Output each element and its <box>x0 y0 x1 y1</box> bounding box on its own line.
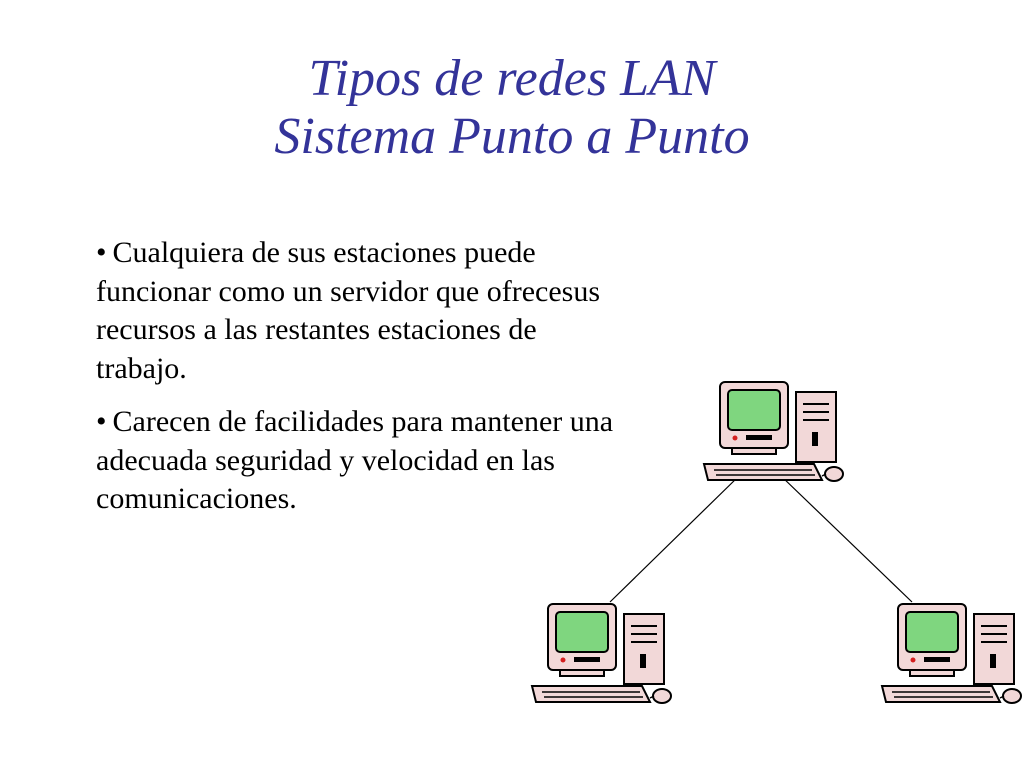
bullet-glyph: • <box>96 236 107 269</box>
bullet-item-1: •Cualquiera de sus estaciones puede func… <box>96 234 616 388</box>
title-line-2: Sistema Punto a Punto <box>274 108 750 165</box>
network-link-left <box>609 474 741 603</box>
slide-title: Tipos de redes LAN Sistema Punto a Punto <box>0 50 1024 166</box>
bullet-glyph: • <box>96 405 107 438</box>
computer-left-icon <box>531 603 672 704</box>
bullet-text-1: Cualquiera de sus estaciones puede funci… <box>96 236 600 385</box>
computer-top-icon <box>703 381 844 482</box>
computer-right-icon <box>881 603 1022 704</box>
bullet-list: •Cualquiera de sus estaciones puede func… <box>96 234 616 534</box>
bullet-item-2: •Carecen de facilidades para mantener un… <box>96 403 616 519</box>
title-line-1: Tipos de redes LAN <box>308 50 716 107</box>
network-link-right <box>779 474 913 603</box>
bullet-text-2: Carecen de facilidades para mantener una… <box>96 405 614 515</box>
